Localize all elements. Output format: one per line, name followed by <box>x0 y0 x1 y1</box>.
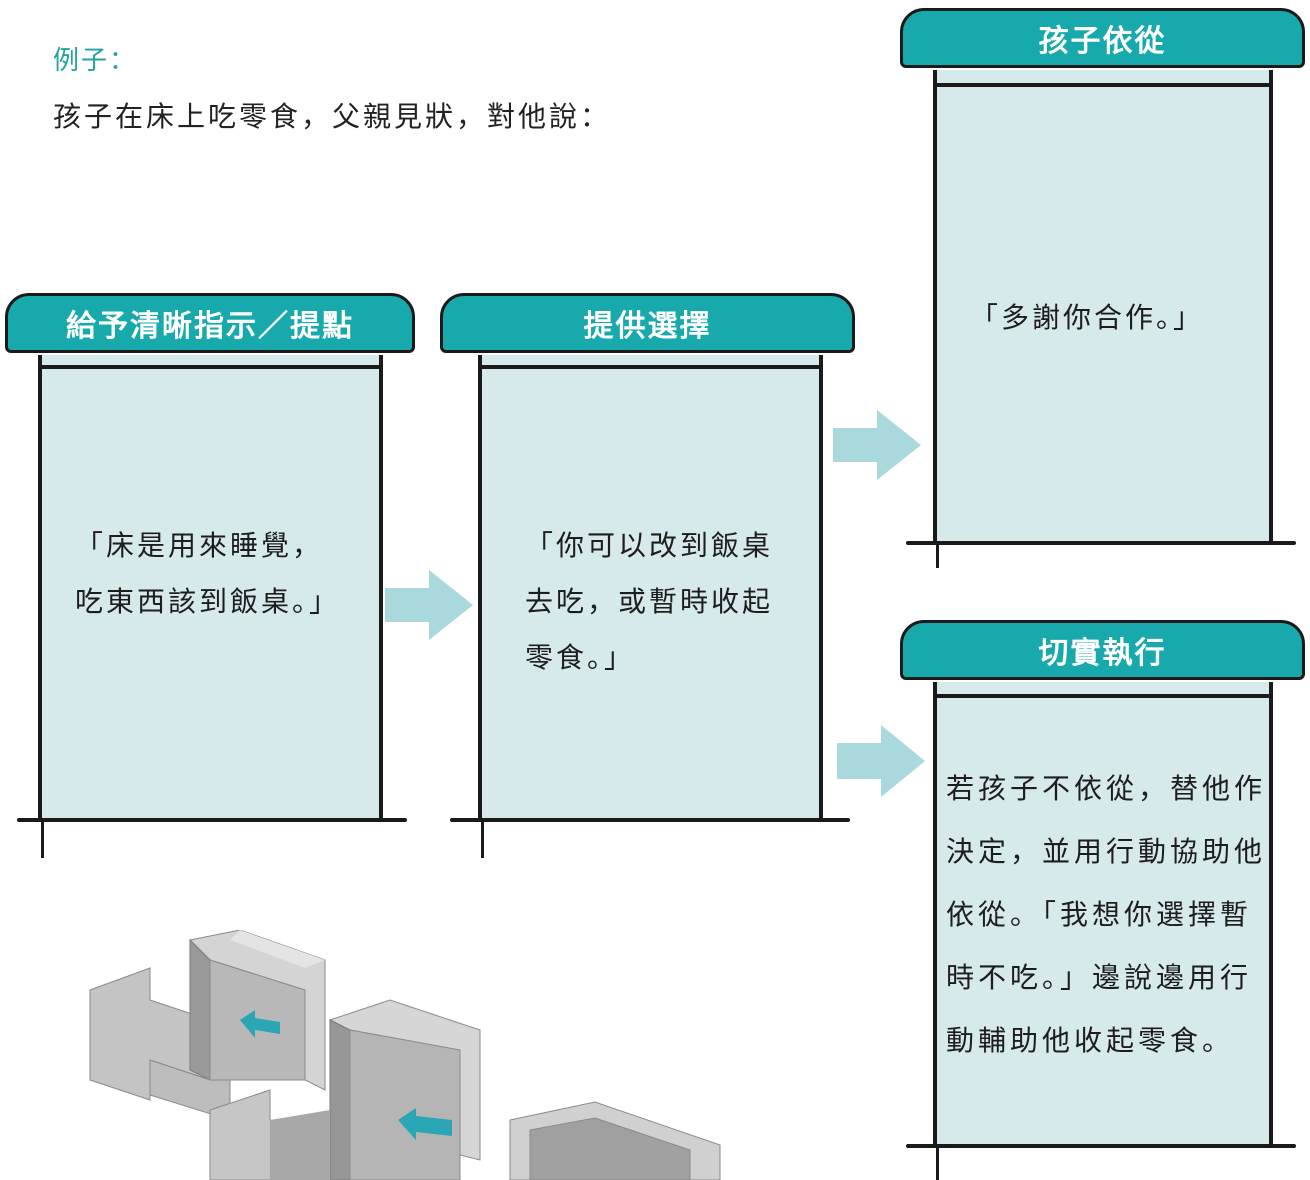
card-rule-bottom <box>17 818 407 822</box>
flow-arrow <box>833 410 921 480</box>
card-rule-bottom <box>906 541 1296 545</box>
block-shape <box>509 1101 721 1180</box>
card-rule-bottom <box>450 818 850 822</box>
card-rule-tail <box>936 1144 939 1180</box>
block-shape <box>209 999 481 1180</box>
card-rule-top <box>480 365 820 369</box>
card-panel <box>933 70 1273 545</box>
card-rule-tail <box>41 818 44 858</box>
card-panel <box>478 355 823 820</box>
step-card-choice: 提供選擇 「你可以改到飯桌去吃，或暫時收起零食。」 <box>440 293 855 858</box>
step-body: 「多謝你合作。」 <box>970 301 1205 334</box>
step-body: 「你可以改到飯桌去吃，或暫時收起零食。」 <box>525 529 774 674</box>
step-body: 「床是用來睡覺，吃東西該到飯桌。」 <box>75 529 341 618</box>
intro-text: 孩子在床上吃零食，父親見狀，對他說： <box>53 100 612 133</box>
block-arrow <box>398 1108 452 1140</box>
card-panel <box>38 355 383 820</box>
card-rule-tail <box>481 818 484 858</box>
card-panel <box>933 682 1273 1147</box>
card-rule-top <box>935 694 1270 698</box>
card-rule-top <box>40 365 380 369</box>
step-card-instruction: 給予清晰指示／提點 「床是用來睡覺，吃東西該到飯桌。」 <box>5 293 415 858</box>
block-arrow <box>240 1010 280 1038</box>
step-title: 切實執行 <box>900 620 1305 680</box>
card-rule-tail <box>936 541 939 568</box>
step-title: 給予清晰指示／提點 <box>5 293 415 353</box>
step-title: 孩子依從 <box>900 8 1305 68</box>
step-card-comply: 孩子依從 「多謝你合作。」 <box>900 8 1305 568</box>
flow-arrow <box>385 570 473 640</box>
step-title: 提供選擇 <box>440 293 855 353</box>
block-shape <box>89 930 326 1121</box>
card-rule-bottom <box>906 1144 1296 1148</box>
step-card-enforce: 切實執行 若孩子不依從，替他作決定，並用行動協助他依從。「我想你選擇暫時不吃。」… <box>900 620 1305 1180</box>
step-body: 若孩子不依從，替他作決定，並用行動協助他依從。「我想你選擇暫時不吃。」邊說邊用行… <box>946 772 1267 1057</box>
example-label: 例子： <box>53 46 138 76</box>
puzzle-blocks-illustration <box>89 930 721 1180</box>
flow-arrow <box>837 725 925 797</box>
card-rule-top <box>935 83 1270 87</box>
